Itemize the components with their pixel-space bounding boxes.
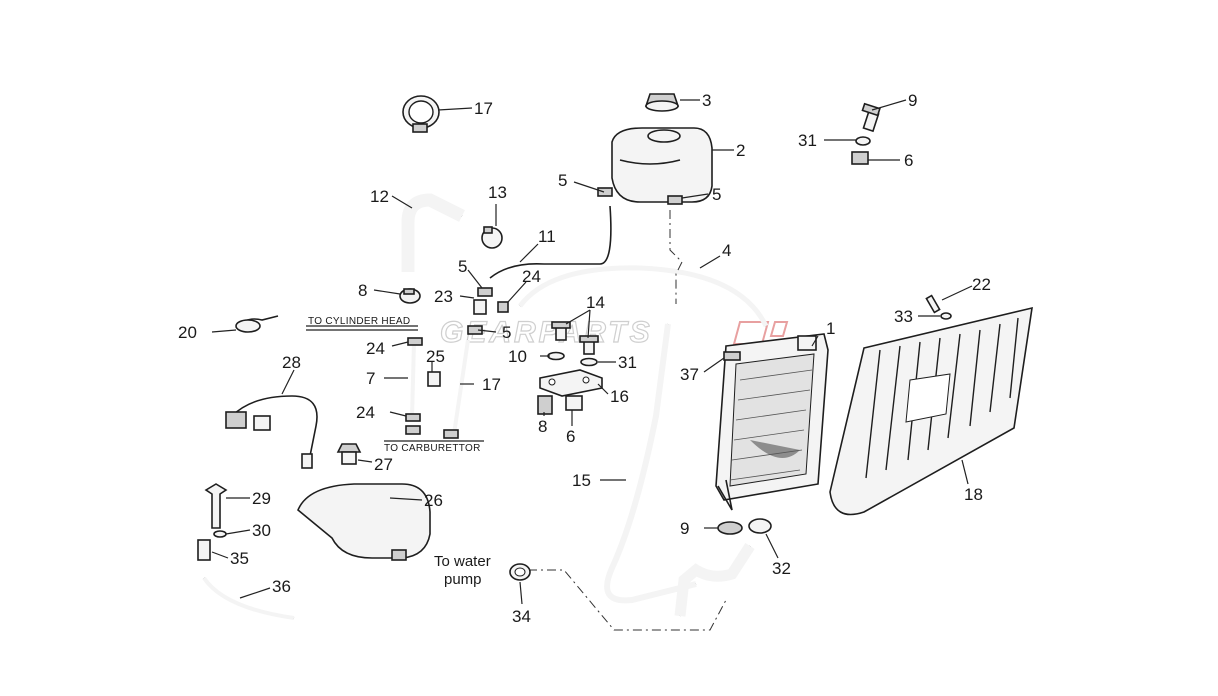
part-rubber-9-bottom <box>717 521 743 535</box>
part-hose-clamp-21 <box>402 95 440 133</box>
part-tank-cap-3 <box>644 93 680 112</box>
part-cap-27 <box>336 443 362 465</box>
part-washer-11 <box>547 351 565 361</box>
callout-31-top: 31 <box>798 131 817 150</box>
note-to-water-pump-line2: pump <box>444 571 482 588</box>
callout-5-top-right: 5 <box>712 185 721 204</box>
callout-22: 22 <box>972 275 991 294</box>
callout-15: 14 <box>586 293 605 312</box>
part-clip-24-upper <box>407 337 423 346</box>
part-fitting-23 <box>473 299 487 315</box>
callout-36: 36 <box>272 577 291 596</box>
callout-1: 1 <box>826 319 835 338</box>
callout-9-bottom: 9 <box>680 519 689 538</box>
callout-24-upper: 24 <box>366 339 385 358</box>
callout-37: 37 <box>680 365 699 384</box>
part-clip-5-upper-right <box>667 195 683 205</box>
callout-11: 10 <box>508 347 527 366</box>
callout-3: 3 <box>702 91 711 110</box>
part-clamp-32 <box>748 518 772 534</box>
part-screw-35 <box>197 539 211 561</box>
part-clamp-20 <box>235 315 279 333</box>
callout-35: 35 <box>230 549 249 568</box>
part-fitting-24-top <box>497 301 509 313</box>
part-clip-5-upper-left <box>597 187 613 197</box>
part-washer-31 <box>855 136 871 146</box>
part-reservoir-26 <box>297 483 431 559</box>
callout-14: 13 <box>488 183 507 202</box>
callout-24-lower: 24 <box>356 403 375 422</box>
part-fitting-25 <box>427 371 441 387</box>
part-fitting-37 <box>723 351 741 361</box>
part-screws-15 <box>551 321 599 355</box>
callout-6-mid: 6 <box>566 427 575 446</box>
callout-33: 33 <box>894 307 913 326</box>
callout-10: 9 <box>908 91 917 110</box>
callout-18: 17 <box>482 375 501 394</box>
callout-5-top-left: 5 <box>558 171 567 190</box>
callout-19: 18 <box>964 485 983 504</box>
part-radiator-guard-19 <box>829 306 1033 516</box>
part-hose-12 <box>489 205 612 279</box>
part-clip-24-lower-2 <box>405 425 421 435</box>
part-rubber-9 <box>537 395 553 415</box>
part-radiator-1 <box>715 333 829 511</box>
part-washer-31-mid <box>580 357 598 367</box>
part-expansion-tank-2 <box>611 127 713 203</box>
part-clip-24-right <box>443 429 459 439</box>
callout-30: 30 <box>252 521 271 540</box>
callout-32: 32 <box>772 559 791 578</box>
note-to-cylinder-head: TO CYLINDER HEAD <box>308 316 410 327</box>
callout-21: 17 <box>474 99 493 118</box>
callout-26: 26 <box>424 491 443 510</box>
callout-5-mid: 5 <box>458 257 467 276</box>
callout-28: 28 <box>282 353 301 372</box>
callout-5-lower: 5 <box>502 323 511 342</box>
part-washer-33 <box>940 312 952 320</box>
callout-2: 2 <box>736 141 745 160</box>
callout-9-mid: 8 <box>538 417 547 436</box>
part-nut-6-mid <box>565 395 583 411</box>
part-clamp-8 <box>399 288 421 304</box>
part-screw-10 <box>861 102 881 133</box>
callout-24-top: 24 <box>522 267 541 286</box>
callout-7: 7 <box>366 369 375 388</box>
part-oring-30 <box>213 530 227 538</box>
callout-8: 8 <box>358 281 367 300</box>
callout-31-mid: 31 <box>618 353 637 372</box>
callout-34: 34 <box>512 607 531 626</box>
callout-16: 15 <box>572 471 591 490</box>
note-to-carburettor: TO CARBURETTOR <box>384 443 481 454</box>
part-fitting-29 <box>204 483 228 529</box>
callout-12: 11 <box>538 227 556 246</box>
part-clamp-34 <box>509 563 531 581</box>
callout-20: 20 <box>178 323 197 342</box>
part-temperature-sensor-28 <box>225 395 318 469</box>
note-to-water-pump-line1: To water <box>434 553 491 570</box>
part-nut-6 <box>851 151 869 165</box>
part-clip-5-mid <box>477 287 493 297</box>
part-clip-24-lower <box>405 413 421 422</box>
part-screw-22 <box>925 294 941 314</box>
callout-25: 25 <box>426 347 445 366</box>
callout-29: 29 <box>252 489 271 508</box>
callout-4: 4 <box>722 241 731 260</box>
callout-13: 12 <box>370 187 389 206</box>
leader-lines <box>211 99 973 605</box>
part-clamp-14 <box>481 226 503 249</box>
callout-27: 27 <box>374 455 393 474</box>
callout-23: 23 <box>434 287 453 306</box>
callout-17: 16 <box>610 387 629 406</box>
callout-6-top: 6 <box>904 151 913 170</box>
